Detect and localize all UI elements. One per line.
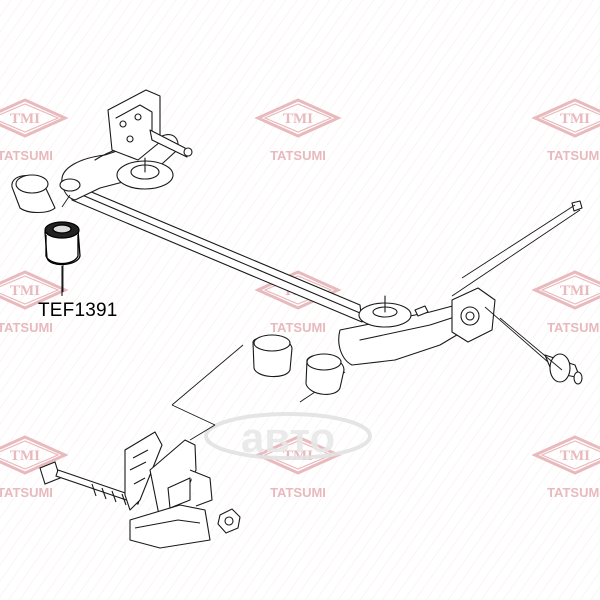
bushing-exploded-left [11,174,56,214]
shop-logo-text: авто [241,414,335,461]
tatsumi-watermark-logo: TMI TATSUMI [0,98,69,163]
mounting-bracket [124,431,213,549]
explode-lines [61,194,581,441]
watermark-tatsumi-text: TATSUMI [0,148,53,163]
watermark-tmi-text: TMI [283,111,313,127]
watermark-tmi-text: TMI [10,111,40,127]
watermark-tatsumi-text: TATSUMI [270,320,326,335]
hub-nut [571,200,583,212]
center-bushing-pair [252,334,345,395]
watermark-tatsumi-text: TATSUMI [0,320,53,335]
tatsumi-watermark-logo: TMI TATSUMI [254,98,342,163]
tatsumi-watermark-logo: TMI TATSUMI [0,270,69,335]
watermark-tatsumi-text: TATSUMI [270,485,326,500]
rear-axle-beam-drawing [59,89,583,385]
left-spindle [149,129,188,158]
tatsumi-watermark-logo: TMI TATSUMI [0,435,69,500]
watermark-tatsumi-text: TATSUMI [270,148,326,163]
watermark-tatsumi-text: TATSUMI [547,485,600,500]
watermark-tatsumi-text: TATSUMI [547,148,600,163]
tef1391-bushing [44,221,81,266]
mounting-nut [217,508,241,534]
part-number-label: TEF1391 [38,300,118,321]
watermark-tatsumi-text: TATSUMI [0,485,53,500]
watermark-tmi-text: TMI [560,448,590,464]
watermark-tmi-text: TMI [10,448,40,464]
tatsumi-watermark-logo: TMI TATSUMI [531,270,600,335]
watermark-tmi-text: TMI [10,283,40,299]
mounting-bolt [39,461,141,506]
watermark-tmi-text: TMI [560,111,590,127]
tatsumi-watermark-logo: TMI TATSUMI [531,98,600,163]
watermark-layer: TMI TATSUMI TMI TATSUMI TMI TATSUMI TMI TATSUMI… [0,98,600,500]
watermark-tatsumi-text: TATSUMI [547,320,600,335]
shop-logo-watermark: авто [204,412,372,461]
tatsumi-watermark-logo: TMI TATSUMI [531,435,600,500]
watermark-tmi-text: TMI [560,283,590,299]
